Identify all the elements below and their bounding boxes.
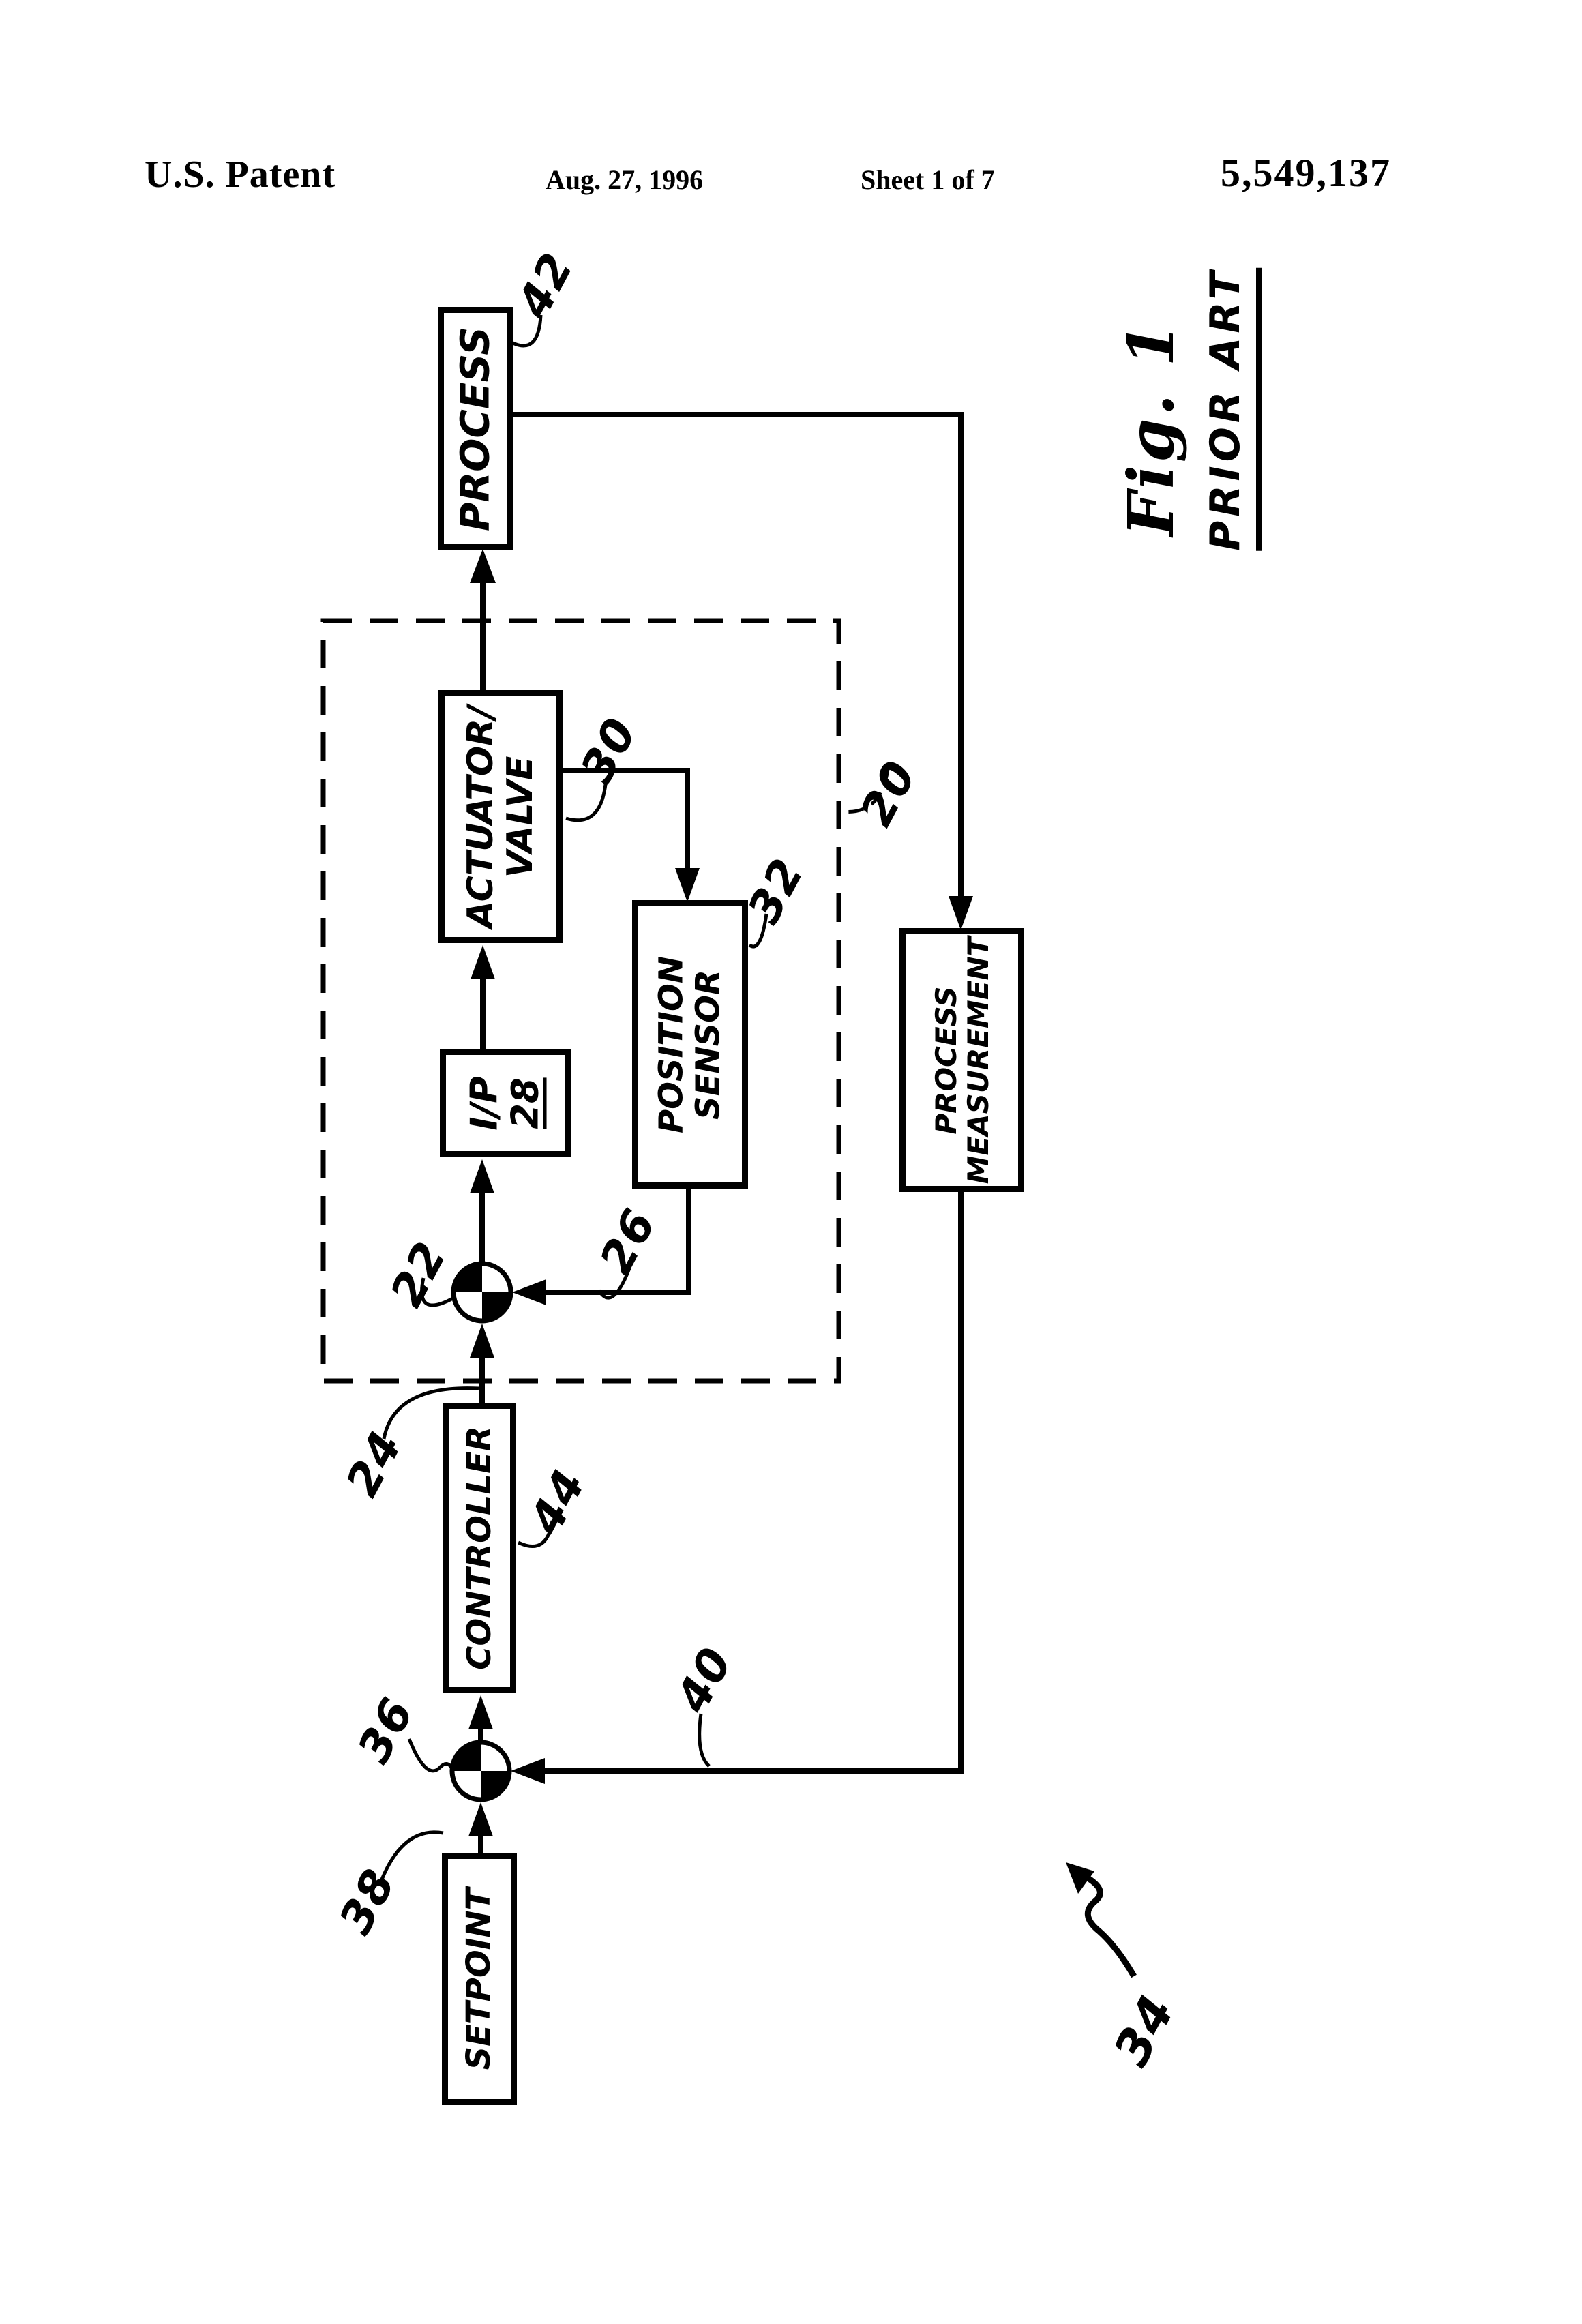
actuator-valve-line1: ACTUATOR/: [460, 705, 501, 928]
figure-subtitle-prior-art: PRIOR ART: [1202, 267, 1262, 551]
arrowhead-into-junction36-bottom: [468, 1802, 493, 1836]
block-position-sensor-label: POSITION SENSOR: [652, 955, 727, 1133]
patent-date: Aug. 27, 1996: [546, 164, 704, 195]
leader-22: [420, 1277, 454, 1307]
block-controller-label: CONTROLLER: [460, 1426, 498, 1670]
line-actuator-to-sensor: [563, 768, 690, 872]
block-process-label: PROCESS: [451, 326, 498, 531]
patent-publication-title: U.S. Patent: [145, 153, 336, 196]
figure-pointer-arrow-34: [1084, 1874, 1137, 1978]
junction36-se-quadrant: [481, 1771, 509, 1800]
junction22-se-quadrant: [482, 1292, 511, 1321]
arrowheads: [468, 549, 1094, 1894]
ip-ref-28: 28: [504, 1077, 547, 1129]
leader-20: [841, 769, 890, 814]
block-controller: CONTROLLER: [443, 1403, 516, 1693]
dashed-group-20-boundary: [320, 618, 841, 1384]
leader-32: [748, 913, 768, 949]
block-ip-label: I/P 28: [462, 1075, 547, 1131]
patent-number: 5,549,137: [1221, 151, 1391, 195]
leader-44: [517, 1520, 554, 1549]
leader-42: [510, 314, 543, 348]
block-process: PROCESS: [438, 307, 513, 550]
signal-lines: [478, 412, 964, 1853]
arrowhead-into-measurement: [949, 896, 973, 930]
block-position-sensor: POSITION SENSOR: [632, 900, 748, 1189]
arrowhead-into-controller: [468, 1695, 493, 1729]
arrowhead-into-junction22-bottom: [470, 1324, 494, 1358]
sheet-number: Sheet 1 of 7: [861, 164, 995, 195]
leader-24: [382, 1386, 479, 1440]
junction22-nw-quadrant: [453, 1264, 482, 1292]
block-process-measurement-label: PROCESS MEASUREMENT: [929, 936, 994, 1184]
junction36-nw-quadrant: [452, 1742, 481, 1771]
arrowhead-figure-pointer-34: [1066, 1862, 1094, 1894]
position-sensor-line1: POSITION: [652, 955, 691, 1133]
summing-junction-36: [449, 1740, 512, 1802]
leader-30: [565, 784, 608, 822]
process-measurement-line2: MEASUREMENT: [961, 936, 995, 1184]
block-process-measurement: PROCESS MEASUREMENT: [899, 928, 1024, 1192]
ip-line1: I/P: [462, 1075, 506, 1131]
leader-40: [698, 1713, 711, 1768]
block-actuator-valve-label: ACTUATOR/ VALVE: [460, 705, 541, 928]
actuator-valve-line2: VALVE: [500, 756, 541, 878]
arrowhead-into-junction22-right: [512, 1279, 546, 1305]
arrowhead-into-actuator-valve: [471, 945, 495, 979]
block-setpoint-label: SETPOINT: [460, 1888, 498, 2070]
line-process-to-measurement: [513, 412, 964, 900]
block-ip-converter: I/P 28: [440, 1049, 571, 1157]
summing-junction-22: [451, 1261, 513, 1324]
arrowhead-into-position-sensor: [675, 868, 700, 902]
arrowhead-into-ip: [470, 1159, 494, 1193]
line-sensor-feedback-26: [543, 1189, 691, 1295]
leader-36: [407, 1738, 456, 1774]
line-measurement-feedback-40: [542, 1192, 964, 1774]
position-sensor-line2: SENSOR: [689, 969, 727, 1120]
figure-title: Fig. 1: [1114, 320, 1188, 537]
leader-26: [597, 1268, 631, 1300]
block-setpoint: SETPOINT: [442, 1853, 517, 2105]
block-actuator-valve: ACTUATOR/ VALVE: [438, 690, 563, 943]
arrowhead-into-process: [470, 549, 496, 583]
arrowhead-into-junction36-right: [511, 1758, 545, 1784]
process-measurement-line1: PROCESS: [929, 985, 963, 1135]
leader-lines: [380, 314, 1137, 1978]
leader-38: [380, 1830, 444, 1880]
